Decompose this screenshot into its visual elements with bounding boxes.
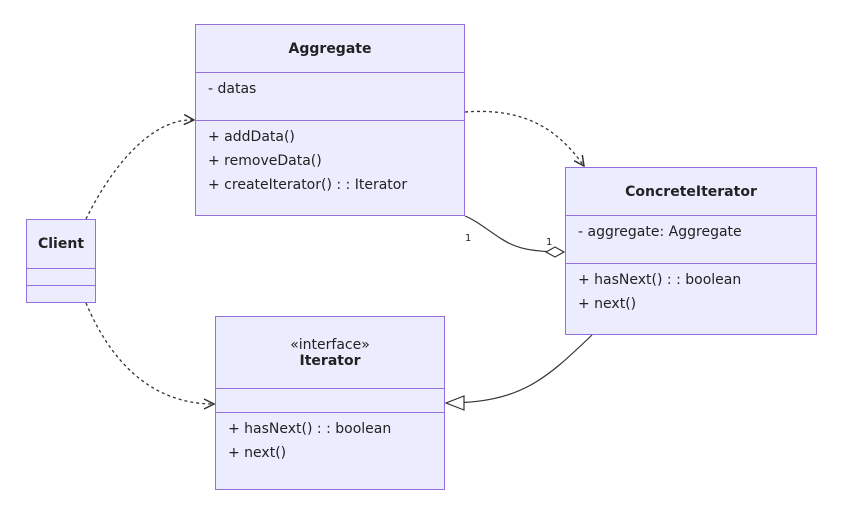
class-iterator-header: «interface» Iterator bbox=[216, 317, 444, 389]
class-client-attributes bbox=[27, 269, 95, 286]
class-client-methods bbox=[27, 286, 95, 302]
class-aggregate[interactable]: Aggregate - datas + addData() + removeDa… bbox=[195, 24, 465, 216]
method-next: + next() bbox=[228, 445, 287, 461]
method-createiterator: + createIterator() : : Iterator bbox=[208, 177, 408, 193]
aggregation-target-multiplicity: 1 bbox=[546, 237, 553, 248]
class-iterator[interactable]: «interface» Iterator + hasNext() : : boo… bbox=[215, 316, 445, 490]
class-concreteiterator-attributes: - aggregate: Aggregate bbox=[566, 216, 816, 264]
class-aggregate-header: Aggregate bbox=[196, 25, 464, 73]
class-aggregate-attributes: - datas bbox=[196, 73, 464, 121]
class-client-header: Client bbox=[27, 220, 95, 269]
class-iterator-attributes bbox=[216, 389, 444, 413]
class-concreteiterator-header: ConcreteIterator bbox=[566, 168, 816, 216]
class-iterator-stereotype: «interface» bbox=[290, 336, 370, 353]
class-concreteiterator-methods: + hasNext() : : boolean + next() bbox=[566, 264, 816, 320]
method-next: + next() bbox=[578, 296, 637, 312]
class-concreteiterator[interactable]: ConcreteIterator - aggregate: Aggregate … bbox=[565, 167, 817, 335]
class-concreteiterator-name: ConcreteIterator bbox=[625, 183, 757, 200]
edge-client-aggregate bbox=[85, 120, 194, 220]
class-client[interactable]: Client bbox=[26, 219, 96, 303]
method-adddata: + addData() bbox=[208, 129, 295, 145]
attribute-aggregate: - aggregate: Aggregate bbox=[578, 224, 742, 240]
edge-client-iterator bbox=[85, 302, 214, 404]
class-iterator-name: Iterator bbox=[299, 352, 361, 369]
method-hasnext: + hasNext() : : boolean bbox=[578, 272, 742, 288]
aggregation-source-multiplicity: 1 bbox=[465, 233, 472, 244]
edge-concreteiterator-iterator-realization bbox=[446, 334, 593, 403]
class-client-name: Client bbox=[37, 236, 85, 252]
attribute-datas: - datas bbox=[208, 81, 257, 97]
class-aggregate-methods: + addData() + removeData() + createItera… bbox=[196, 121, 464, 201]
edge-aggregate-concreteiterator-dependency bbox=[464, 110, 584, 166]
class-iterator-methods: + hasNext() : : boolean + next() bbox=[216, 413, 444, 469]
edge-aggregate-concreteiterator-aggregation bbox=[464, 215, 564, 252]
method-removedata: + removeData() bbox=[208, 153, 322, 169]
class-aggregate-name: Aggregate bbox=[288, 40, 372, 57]
method-hasnext: + hasNext() : : boolean bbox=[228, 421, 392, 437]
